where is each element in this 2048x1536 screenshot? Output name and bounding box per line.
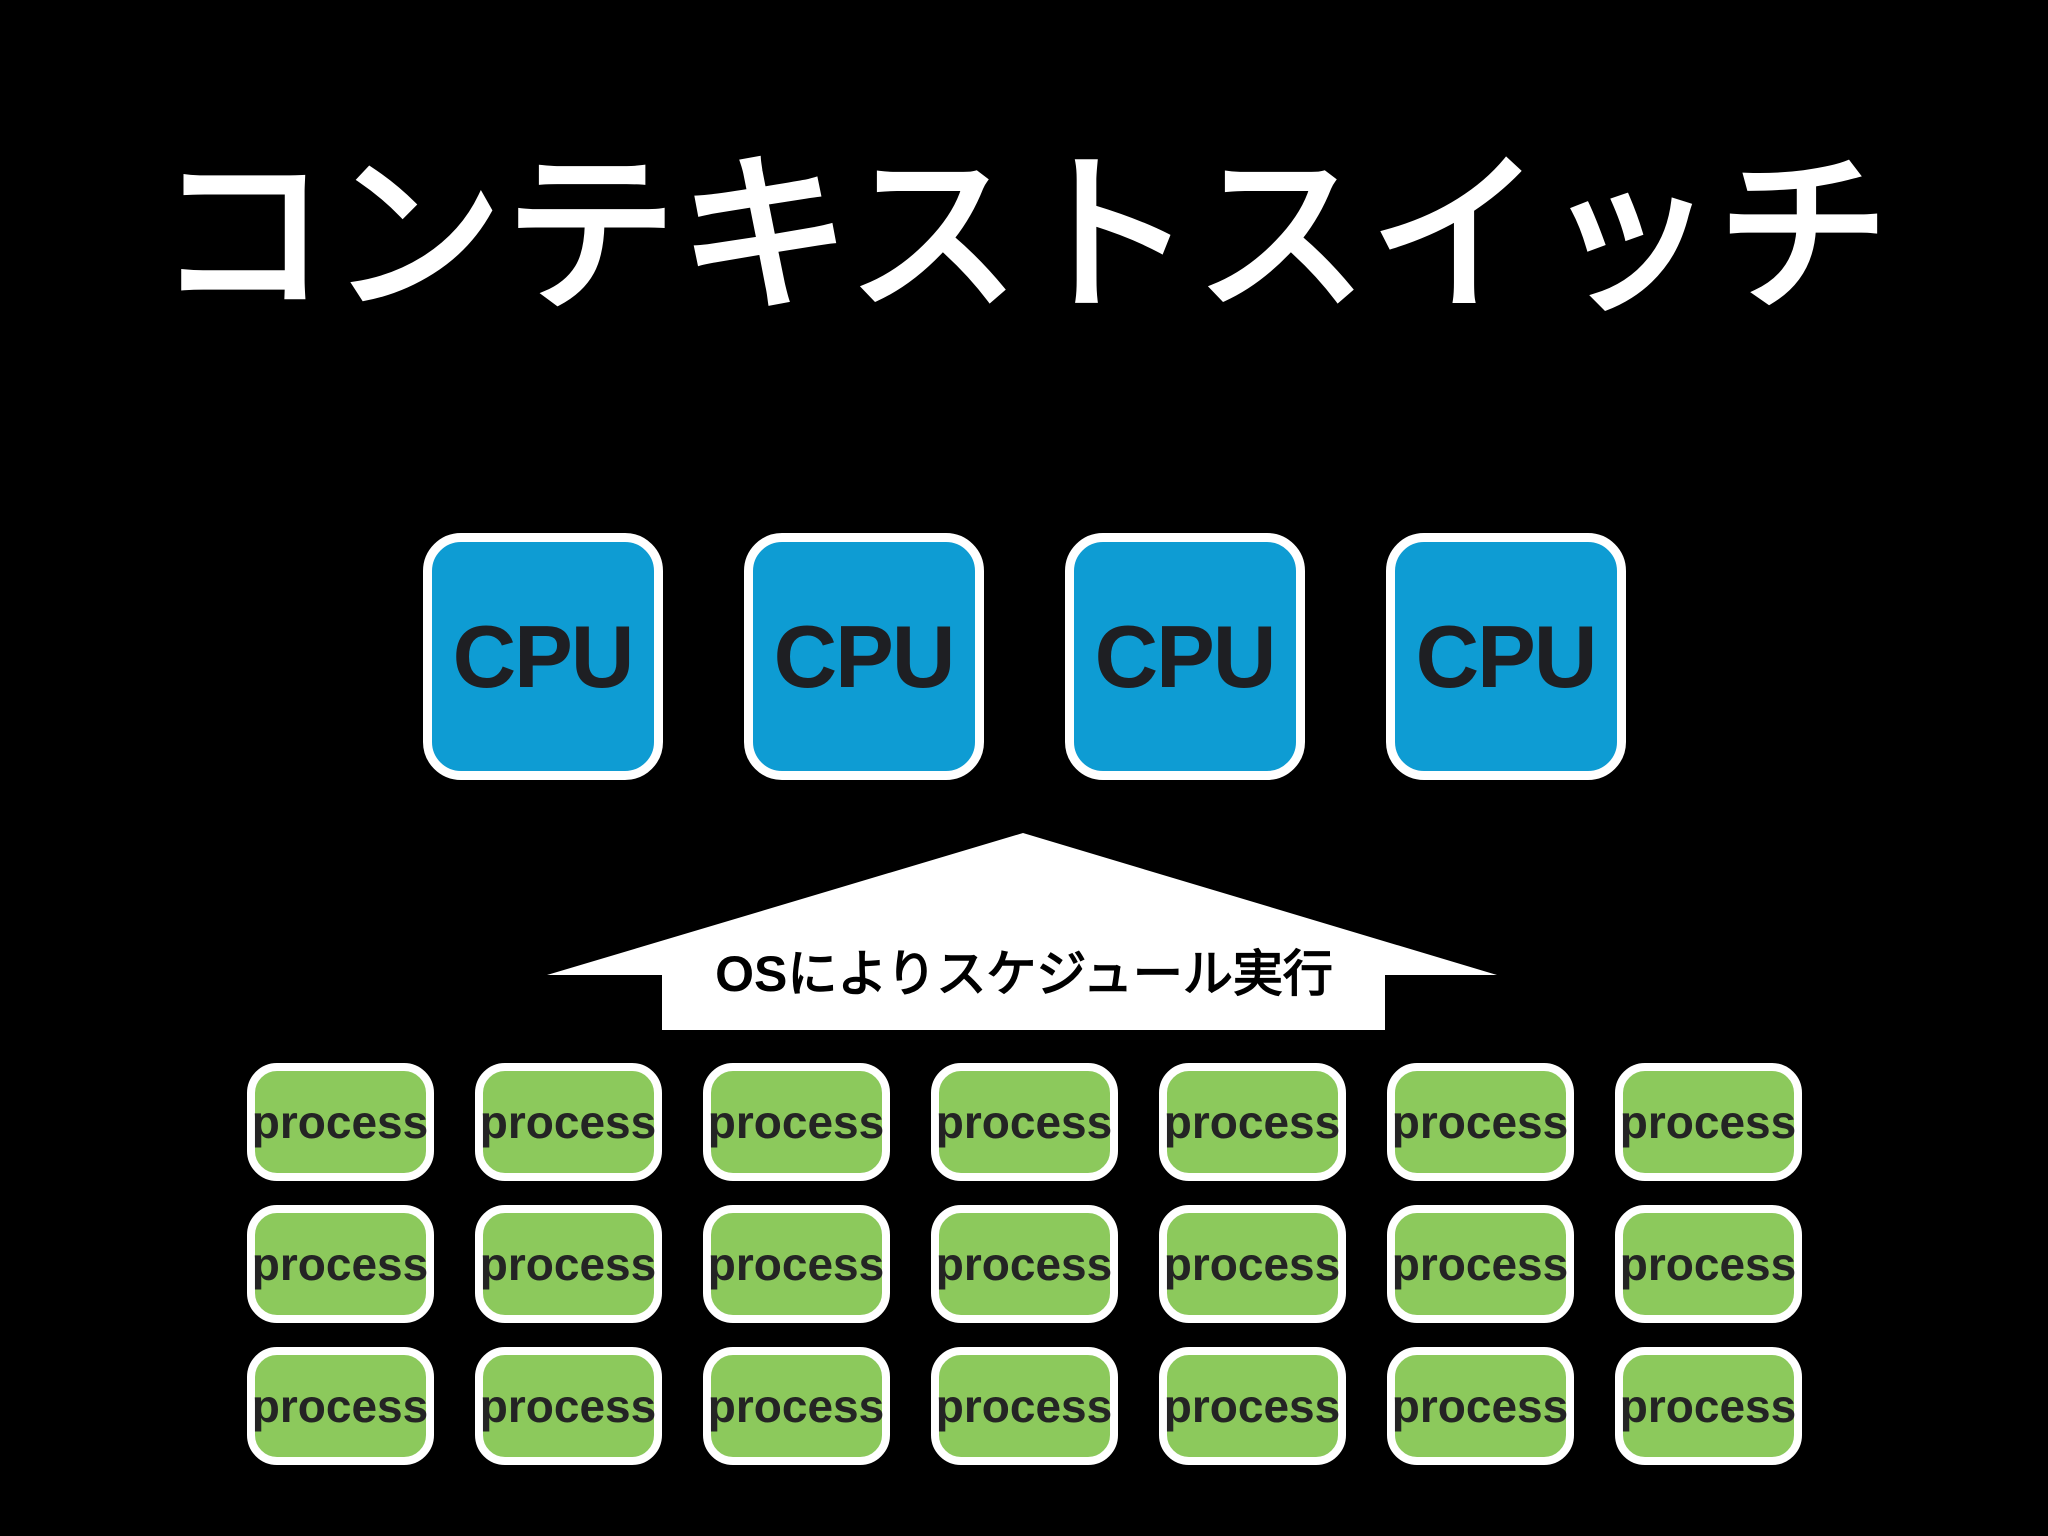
- process-label: process: [1391, 1096, 1569, 1148]
- process-box: process: [702, 1205, 890, 1323]
- process-label: process: [935, 1238, 1113, 1290]
- arrow-label: OSによりスケジュール実行: [715, 946, 1333, 1002]
- process-box: process: [1158, 1205, 1346, 1323]
- process-box: process: [702, 1063, 890, 1181]
- process-box: process: [246, 1205, 434, 1323]
- cpu-label: CPU: [1094, 606, 1277, 706]
- process-box: process: [474, 1063, 662, 1181]
- process-label: process: [707, 1096, 885, 1148]
- process-box: process: [1386, 1063, 1574, 1181]
- cpu-label: CPU: [1415, 606, 1598, 706]
- process-row: process process process process process proce…: [246, 1347, 1802, 1465]
- process-box: process: [1158, 1347, 1346, 1465]
- process-box: process: [930, 1347, 1118, 1465]
- process-box: process: [930, 1205, 1118, 1323]
- process-label: process: [935, 1096, 1113, 1148]
- process-box: process: [246, 1063, 434, 1181]
- process-label: process: [479, 1380, 657, 1432]
- process-box: process: [246, 1347, 434, 1465]
- cpu-label: CPU: [773, 606, 956, 706]
- slide-title: コンテキストスイッチ: [156, 140, 1892, 332]
- process-label: process: [707, 1238, 885, 1290]
- process-grid: process process process process process proce…: [0, 1063, 2048, 1465]
- process-box: process: [930, 1063, 1118, 1181]
- process-row: process process process process process proce…: [246, 1063, 1802, 1181]
- process-label: process: [251, 1096, 429, 1148]
- cpu-row: CPU CPU CPU CPU: [0, 533, 2048, 780]
- process-box: process: [474, 1205, 662, 1323]
- process-box: process: [474, 1347, 662, 1465]
- process-label: process: [1619, 1096, 1797, 1148]
- process-label: process: [1391, 1238, 1569, 1290]
- process-box: process: [702, 1347, 890, 1465]
- process-box: process: [1614, 1347, 1802, 1465]
- process-row: process process process process process proce…: [246, 1205, 1802, 1323]
- process-label: process: [1391, 1380, 1569, 1432]
- process-box: process: [1158, 1063, 1346, 1181]
- cpu-label: CPU: [452, 606, 635, 706]
- process-box: process: [1614, 1063, 1802, 1181]
- process-box: process: [1614, 1205, 1802, 1323]
- process-box: process: [1386, 1347, 1574, 1465]
- process-label: process: [1163, 1380, 1341, 1432]
- process-label: process: [1619, 1238, 1797, 1290]
- process-label: process: [479, 1238, 657, 1290]
- process-label: process: [707, 1380, 885, 1432]
- cpu-box: CPU: [743, 533, 984, 780]
- process-label: process: [1163, 1238, 1341, 1290]
- cpu-box: CPU: [422, 533, 663, 780]
- process-label: process: [251, 1380, 429, 1432]
- cpu-box: CPU: [1385, 533, 1626, 780]
- process-label: process: [1619, 1380, 1797, 1432]
- process-label: process: [935, 1380, 1113, 1432]
- process-label: process: [251, 1238, 429, 1290]
- cpu-box: CPU: [1064, 533, 1305, 780]
- process-label: process: [479, 1096, 657, 1148]
- process-label: process: [1163, 1096, 1341, 1148]
- process-box: process: [1386, 1205, 1574, 1323]
